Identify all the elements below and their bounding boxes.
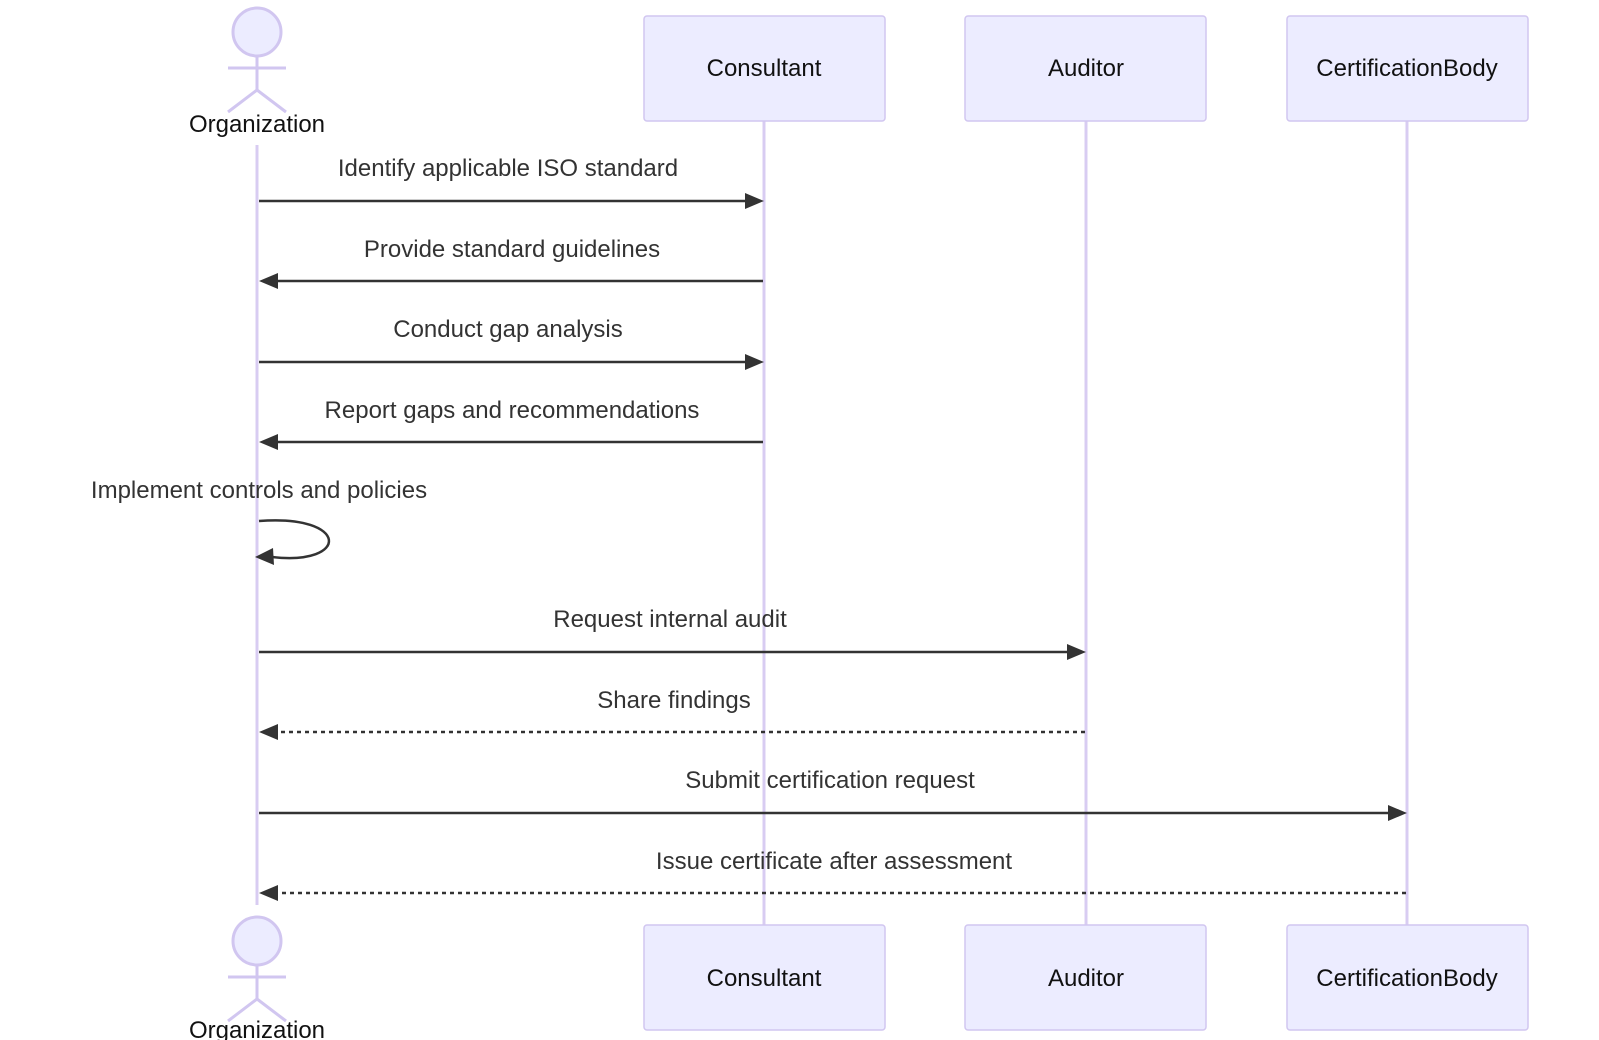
actor-organization-bottom[interactable]: Organization [189,915,325,1040]
top-participants: Organization Consultant Auditor Certific… [189,6,1529,138]
message-9[interactable]: Issue certificate after assessment [259,848,1406,901]
participant-auditor-top[interactable]: Auditor [964,15,1207,122]
arrow-left-icon [259,724,278,740]
participant-box [964,924,1207,1031]
message-label: Implement controls and policies [91,477,427,504]
arrow-right-icon [1067,644,1086,660]
message-label: Share findings [597,687,750,714]
participant-auditor-bottom[interactable]: Auditor [964,924,1207,1031]
bottom-participants: Organization Consultant Auditor Certific… [189,915,1529,1040]
arrow-left-icon [255,548,274,565]
participant-label-auditor: Auditor [1048,965,1124,992]
arrow-right-icon [1388,805,1407,821]
message-5-self[interactable]: Implement controls and policies [91,477,427,565]
arrow-left-icon [259,434,278,450]
actor-left-leg-icon [227,88,258,114]
participant-box [1286,15,1529,122]
message-3[interactable]: Conduct gap analysis [259,316,764,370]
actor-head-icon [231,915,283,967]
message-1[interactable]: Identify applicable ISO standard [259,155,764,209]
participant-label-consultant: Consultant [707,965,822,992]
actor-label-organization: Organization [189,1017,325,1040]
message-6[interactable]: Request internal audit [259,606,1086,660]
message-label: Conduct gap analysis [393,316,622,343]
participant-consultant-bottom[interactable]: Consultant [643,924,886,1031]
actor-left-leg-icon [227,997,258,1023]
message-4[interactable]: Report gaps and recommendations [259,397,763,450]
message-label: Identify applicable ISO standard [338,155,678,182]
participant-label-auditor: Auditor [1048,55,1124,82]
message-label: Issue certificate after assessment [656,848,1012,875]
actor-right-leg-icon [256,88,287,114]
participant-box [643,15,886,122]
messages: Identify applicable ISO standard Provide… [91,155,1407,901]
participant-box [964,15,1207,122]
actor-organization-top[interactable]: Organization [189,6,325,138]
participant-certificationbody-top[interactable]: CertificationBody [1286,15,1529,122]
message-label: Report gaps and recommendations [325,397,700,424]
actor-right-leg-icon [256,997,287,1023]
participant-label-certificationbody: CertificationBody [1316,965,1497,992]
lifelines [255,121,1409,925]
message-8[interactable]: Submit certification request [259,767,1407,821]
arrow-left-icon [259,885,278,901]
participant-certificationbody-bottom[interactable]: CertificationBody [1286,924,1529,1031]
participant-label-consultant: Consultant [707,55,822,82]
participant-box [1286,924,1529,1031]
participant-label-certificationbody: CertificationBody [1316,55,1497,82]
arrow-right-icon [745,193,764,209]
message-label: Submit certification request [685,767,975,794]
participant-consultant-top[interactable]: Consultant [643,15,886,122]
actor-label-organization: Organization [189,111,325,138]
arrow-left-icon [259,273,278,289]
message-2[interactable]: Provide standard guidelines [259,236,763,289]
actor-head-icon [231,6,283,58]
message-label: Provide standard guidelines [364,236,660,263]
self-loop-line [258,519,331,560]
participant-box [643,924,886,1031]
message-label: Request internal audit [553,606,787,633]
arrow-right-icon [745,354,764,370]
message-7[interactable]: Share findings [259,687,1085,740]
